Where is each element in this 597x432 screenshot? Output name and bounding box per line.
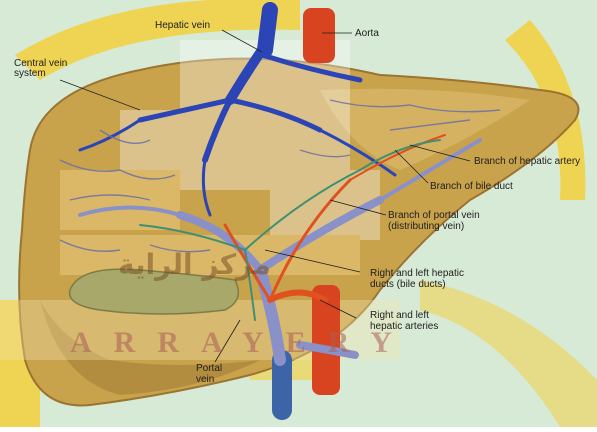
label-branch-portal-2: (distributing vein) bbox=[388, 221, 464, 232]
label-hepatic-vein: Hepatic vein bbox=[155, 20, 210, 31]
label-branch-bile-duct: Branch of bile duct bbox=[430, 181, 513, 192]
label-portal-vein-2: vein bbox=[196, 374, 214, 385]
label-rl-arteries-2: hepatic arteries bbox=[370, 321, 438, 332]
label-portal-vein-1: Portal bbox=[196, 363, 222, 374]
label-rl-ducts-2: ducts (bile ducts) bbox=[370, 279, 446, 290]
label-branch-hepatic-artery: Branch of hepatic artery bbox=[474, 156, 580, 167]
label-rl-arteries-1: Right and left bbox=[370, 310, 429, 321]
watermark-latin: ARRAYERY bbox=[70, 326, 414, 360]
aorta-vessel bbox=[303, 8, 335, 63]
label-central-vein-2: system bbox=[14, 68, 46, 79]
label-branch-portal-1: Branch of portal vein bbox=[388, 210, 480, 221]
label-aorta: Aorta bbox=[355, 28, 379, 39]
watermark-arabic: مركز الراية bbox=[118, 248, 271, 281]
label-rl-ducts-1: Right and left hepatic bbox=[370, 268, 464, 279]
